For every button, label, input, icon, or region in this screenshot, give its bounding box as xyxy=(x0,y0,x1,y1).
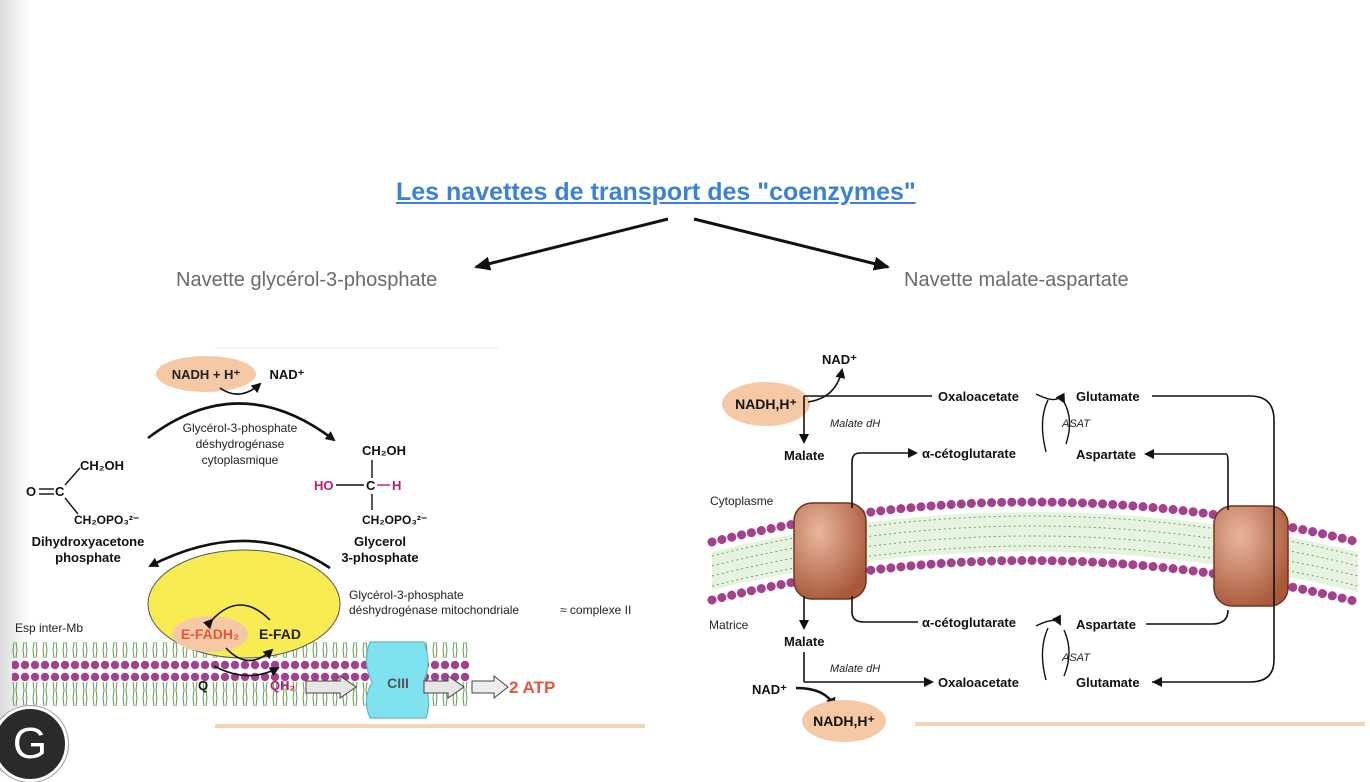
asat-bottom-curve-3 xyxy=(1063,629,1070,677)
asat-bottom-curve-2 xyxy=(1041,627,1049,681)
nad-top-arrow xyxy=(807,368,846,403)
akg-loop xyxy=(851,452,861,508)
asat-top-curve-1 xyxy=(1035,393,1061,401)
akg-bottom: α-cétoglutarate xyxy=(922,615,1016,630)
malate-dh-bottom: Malate dH xyxy=(830,663,880,675)
mito-reaction-arrow xyxy=(148,539,331,570)
nad-bottom: NAD⁺ xyxy=(752,682,787,697)
logo-badge[interactable]: G xyxy=(0,706,68,782)
q-label: Q xyxy=(198,678,208,693)
page-title[interactable]: Les navettes de transport des "coenzymes… xyxy=(396,178,916,206)
dhap-structure: O C CH₂OH CH₂OPO₃²⁻ xyxy=(26,458,139,527)
enzyme-mito-2: déshydrogénase mitochondriale xyxy=(349,603,519,617)
asp-loop xyxy=(1225,453,1229,510)
hollow-arrow-2 xyxy=(423,675,465,699)
oaa-bottom: Oxaloacetate xyxy=(938,675,1019,690)
asat-top: ASAT xyxy=(1061,418,1091,430)
glu-top: Glutamate xyxy=(1076,389,1140,404)
q-arrow xyxy=(213,665,280,677)
malate-bottom: Malate xyxy=(784,634,824,649)
qh2-label: QH₂ xyxy=(270,678,296,693)
left-branch-title: Navette glycérol-3-phosphate xyxy=(176,269,438,291)
hollow-arrow-3 xyxy=(471,674,509,700)
ciii-complex xyxy=(365,641,430,719)
svg-text:CH₂OH: CH₂OH xyxy=(362,443,406,458)
transporter-right xyxy=(1213,505,1289,607)
dhap-name-2: phosphate xyxy=(55,550,121,565)
nadh-top-bubble xyxy=(722,382,810,426)
enzyme-cyto-1: Glycérol-3-phosphate xyxy=(183,421,298,435)
fad-cycle-top xyxy=(202,604,271,630)
g3p-name-1: Glycerol xyxy=(354,534,406,549)
svg-text:CH₂OPO₃²⁻: CH₂OPO₃²⁻ xyxy=(362,513,427,527)
asat-top-curve-2 xyxy=(1041,399,1049,453)
g3p-structure: CH₂OH HO C H CH₂OPO₃²⁻ xyxy=(314,443,427,527)
cofactor-arrow xyxy=(219,382,262,395)
nadh-top-label: NADH,H⁺ xyxy=(735,396,797,412)
malate-dh-top: Malate dH xyxy=(830,418,880,430)
oaa-top: Oxaloacetate xyxy=(938,389,1019,404)
cytoplasme-label: Cytoplasme xyxy=(710,494,774,508)
svg-text:CH₂OPO₃²⁻: CH₂OPO₃²⁻ xyxy=(74,513,139,527)
nadh-bubble xyxy=(156,356,256,392)
akg-top: α-cétoglutarate xyxy=(922,446,1016,461)
g3p-name-2: 3-phosphate xyxy=(341,550,418,565)
asat-bottom-curve-1 xyxy=(1035,614,1061,627)
malate-top: Malate xyxy=(784,448,824,463)
svg-text:CH₂OH: CH₂OH xyxy=(80,458,124,473)
enzyme-cyto-3: cytoplasmique xyxy=(202,453,279,467)
svg-text:HO: HO xyxy=(314,478,334,493)
efad-label: E-FAD xyxy=(259,626,301,642)
right-branch-title: Navette malate-aspartate xyxy=(904,269,1129,291)
nadh-bottom-bubble xyxy=(802,700,886,742)
svg-text:C: C xyxy=(55,484,65,499)
akg-bottom-line xyxy=(851,596,918,623)
branch-arrow-right xyxy=(693,217,890,271)
atp-label: 2 ATP xyxy=(509,678,555,697)
fad-cycle-bottom xyxy=(225,647,274,662)
efadh2-label: E-FADH₂ xyxy=(181,626,239,642)
hollow-arrow-1 xyxy=(305,675,357,699)
asp-bottom: Aspartate xyxy=(1076,617,1136,632)
efadh2-bubble xyxy=(172,616,248,652)
asat-top-curve-3 xyxy=(1055,392,1071,445)
svg-text:C: C xyxy=(366,478,376,493)
nad-label: NAD⁺ xyxy=(269,367,304,382)
svg-text:O: O xyxy=(26,484,36,499)
dhap-name-1: Dihydroxyacetone xyxy=(32,534,145,549)
matrice-label: Matrice xyxy=(709,618,749,632)
nad-top-label: NAD⁺ xyxy=(822,352,857,367)
cyto-reaction-arrow xyxy=(147,402,336,442)
transporter-left xyxy=(793,502,867,600)
complex-note: ≈ complexe II xyxy=(560,603,631,617)
enzyme-mito-1: Glycérol-3-phosphate xyxy=(349,588,464,602)
glu-bottom: Glutamate xyxy=(1076,675,1140,690)
asp-top: Aspartate xyxy=(1076,447,1136,462)
branch-arrow-left xyxy=(474,217,669,271)
nadh-label: NADH + H⁺ xyxy=(172,367,241,382)
ciii-label: CIII xyxy=(387,675,409,691)
asp-bottom-line xyxy=(1146,609,1229,625)
nadh-bottom-label: NADH,H⁺ xyxy=(813,713,875,729)
svg-text:H: H xyxy=(392,478,401,493)
esp-label: Esp inter-Mb xyxy=(15,621,83,635)
enzyme-cyto-2: déshydrogénase xyxy=(196,437,285,451)
glu-loop xyxy=(1152,395,1275,683)
asat-bottom: ASAT xyxy=(1061,652,1091,664)
